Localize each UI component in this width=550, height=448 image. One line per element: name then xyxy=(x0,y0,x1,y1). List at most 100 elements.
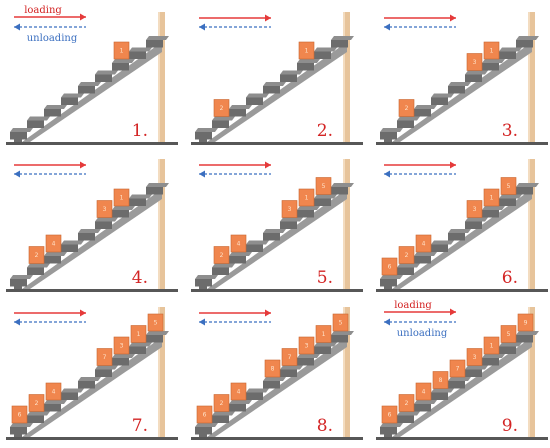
stair-step-riser xyxy=(10,279,27,287)
stair-step-tread xyxy=(499,47,522,52)
stair-step-riser xyxy=(380,279,397,287)
ground-line xyxy=(6,289,178,292)
stair-step-tread xyxy=(195,275,218,279)
box-body xyxy=(230,234,247,253)
box-3: 3 xyxy=(466,348,483,366)
wall-post xyxy=(158,159,165,291)
stair-step-riser xyxy=(331,40,348,48)
box-body xyxy=(196,405,213,424)
box-3: 3 xyxy=(96,200,113,218)
box-6: 6 xyxy=(381,257,398,276)
loading-arrow-head xyxy=(450,14,456,22)
box-3: 3 xyxy=(466,53,483,71)
stair-step-tread xyxy=(112,354,135,358)
loading-arrow-head xyxy=(450,161,456,169)
unloading-arrow-head xyxy=(384,318,390,326)
unloading-arrow-head xyxy=(199,23,205,31)
box-2: 2 xyxy=(213,99,230,117)
stair-step-riser xyxy=(397,415,414,423)
stair-step-tread xyxy=(27,411,50,416)
stair-step-tread xyxy=(482,354,505,358)
box-body xyxy=(483,188,500,207)
stair-step-riser xyxy=(314,346,331,354)
stair-step-tread xyxy=(380,423,403,427)
box-number: 2 xyxy=(405,400,409,407)
stair-step-tread xyxy=(146,331,169,335)
box-number: 1 xyxy=(120,195,124,202)
stair-step-riser xyxy=(499,346,516,354)
box-8: 8 xyxy=(432,371,449,389)
box-number: 6 xyxy=(18,412,22,419)
stair-step-tread xyxy=(78,229,101,233)
stair-step-riser xyxy=(297,63,314,71)
box-1: 1 xyxy=(298,41,315,60)
box-2: 2 xyxy=(213,246,230,264)
box-body xyxy=(113,336,130,355)
box-body xyxy=(483,41,500,60)
stair-step-riser xyxy=(414,109,431,117)
stair-step-riser xyxy=(195,427,212,435)
box-1: 1 xyxy=(130,325,147,343)
box-body xyxy=(281,200,298,218)
stair-step-riser xyxy=(448,86,465,94)
stair-step-riser xyxy=(516,187,533,195)
stair-step-tread xyxy=(499,194,522,199)
panel-number-label: 4. xyxy=(132,268,148,288)
stair-step-tread xyxy=(44,252,67,256)
stair-step-tread xyxy=(44,400,67,404)
box-body xyxy=(500,325,517,343)
box-number: 6 xyxy=(388,264,392,271)
stair-step-tread xyxy=(112,59,135,63)
unloading-arrow-head xyxy=(14,23,20,31)
box-number: 1 xyxy=(137,331,141,338)
stair-step-tread xyxy=(263,82,286,86)
stair-step-tread xyxy=(448,82,471,86)
stair-step-riser xyxy=(78,86,95,94)
box-body xyxy=(517,313,534,332)
stair-step-tread xyxy=(44,105,67,109)
stair-step-riser xyxy=(448,233,465,241)
stair-step-riser xyxy=(297,210,314,218)
stair-step-riser xyxy=(331,335,348,343)
stair-step-tread xyxy=(78,377,101,381)
stair-step-riser xyxy=(229,404,246,412)
panel-number-label: 9. xyxy=(502,416,518,436)
stair-step-tread xyxy=(27,263,50,268)
stair-step-tread xyxy=(10,128,33,132)
box-7: 7 xyxy=(281,348,298,366)
unloading-arrow-head xyxy=(14,170,20,178)
stair-step-tread xyxy=(95,70,118,75)
stair-step-tread xyxy=(229,400,252,404)
box-body xyxy=(466,53,483,71)
stair-step-riser xyxy=(44,109,61,117)
box-number: 6 xyxy=(388,412,392,419)
box-number: 1 xyxy=(490,195,494,202)
stair-step-tread xyxy=(78,82,101,86)
stair-step-tread xyxy=(212,263,235,268)
panel-number-label: 5. xyxy=(317,268,333,288)
loading-arrow-head xyxy=(80,309,86,317)
box-body xyxy=(28,394,45,412)
stair-step-riser xyxy=(314,198,331,206)
stair-step-tread xyxy=(397,116,420,121)
box-number: 2 xyxy=(35,400,39,407)
stair-step-tread xyxy=(431,93,454,98)
box-2: 2 xyxy=(213,394,230,412)
stair-step-riser xyxy=(10,427,27,435)
box-number: 2 xyxy=(405,105,409,112)
stair-step-riser xyxy=(297,358,314,366)
stair-step-tread xyxy=(516,331,539,335)
stair-step-riser xyxy=(195,279,212,287)
stair-step-riser xyxy=(10,132,27,140)
box-body xyxy=(315,325,332,343)
box-body xyxy=(45,234,62,253)
box-body xyxy=(230,382,247,401)
box-number: 3 xyxy=(120,343,124,350)
stair-step-riser xyxy=(465,221,482,229)
stair-step-tread xyxy=(397,263,420,268)
stair-step-riser xyxy=(280,74,297,82)
stair-step-riser xyxy=(246,244,263,252)
